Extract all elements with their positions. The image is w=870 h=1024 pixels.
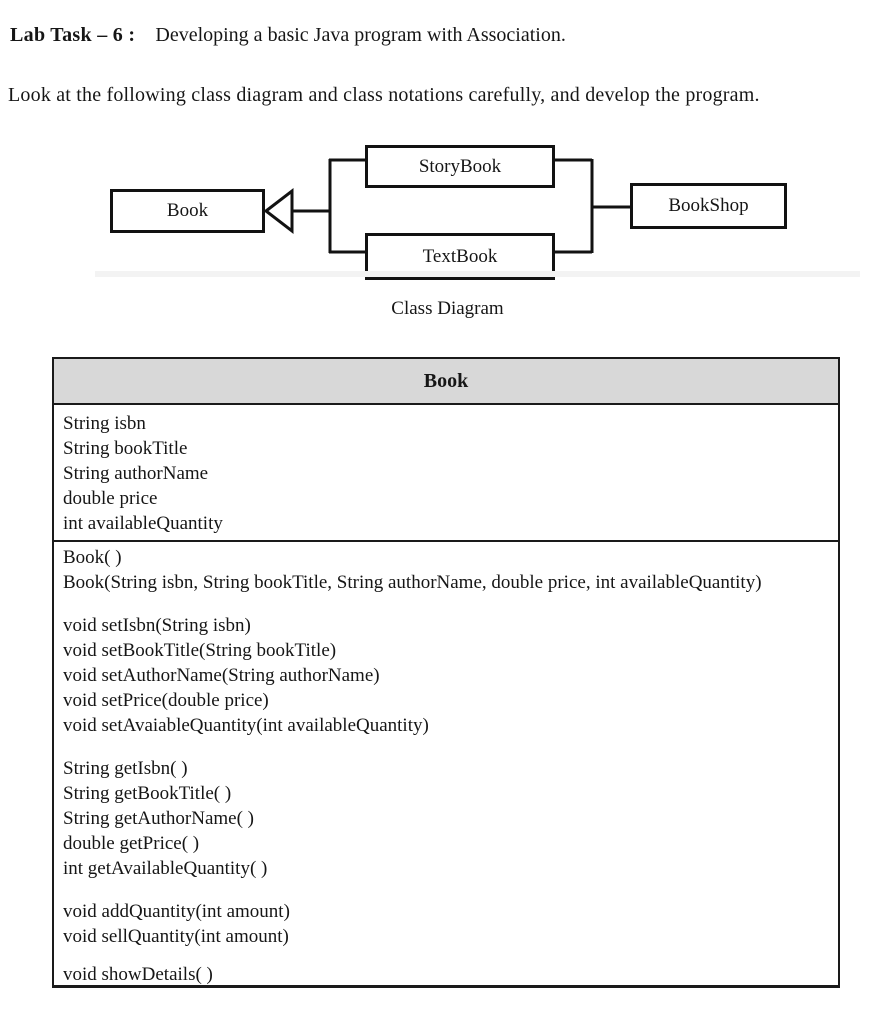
attribute-line: double price — [63, 488, 158, 509]
diagram-node-book-label: Book — [166, 200, 209, 221]
method-group: void addQuantity(int amount) void sellQua… — [63, 899, 828, 949]
diagram-node-book: Book — [110, 189, 265, 233]
method-line: void showDetails( ) — [63, 964, 213, 985]
method-line: Book( ) — [63, 547, 122, 568]
task-title-text: Developing a basic Java program with Ass… — [155, 24, 566, 46]
task-number-label: Lab Task – 6 : — [10, 24, 136, 46]
method-group: void showDetails( ) — [63, 962, 828, 987]
method-group: String getIsbn( ) String getBookTitle( ) S… — [63, 756, 828, 881]
diagram-connector-lines — [263, 158, 631, 254]
diagram-node-textbook-label: TextBook — [422, 245, 498, 267]
attribute-line: int availableQuantity — [63, 513, 223, 534]
page-title: Lab Task – 6 : Developing a basic Java pr… — [10, 24, 566, 47]
attribute-line: String isbn — [63, 413, 146, 434]
method-line: Book(String isbn, String bookTitle, Stri… — [63, 572, 762, 593]
diagram-caption: Class Diagram — [391, 298, 504, 319]
attribute-line: String authorName — [63, 463, 209, 484]
method-line: void setPrice(double price) — [63, 690, 269, 711]
class-methods-cell: Book( ) Book(String isbn, String bookTitl… — [54, 542, 838, 987]
class-diagram: Book StoryBook TextBook BookShop Class D… — [0, 130, 870, 330]
diagram-node-storybook: StoryBook — [365, 145, 555, 188]
method-line: void sellQuantity(int amount) — [63, 926, 289, 947]
method-group: void setIsbn(String isbn) void setBookTit… — [63, 613, 828, 738]
method-line: void setAvaiableQuantity(int availableQu… — [63, 715, 429, 736]
diagram-node-bookshop-label: BookShop — [668, 195, 749, 216]
method-group: Book( ) Book(String isbn, String bookTitl… — [63, 545, 828, 595]
diagram-node-storybook-label: StoryBook — [418, 155, 502, 177]
method-line: void setAuthorName(String authorName) — [63, 665, 380, 686]
class-table-header: Book — [54, 359, 838, 405]
scan-artifact-band — [95, 271, 860, 277]
inheritance-triangle-icon — [263, 187, 294, 235]
method-line: void setIsbn(String isbn) — [63, 615, 251, 636]
method-line: String getIsbn( ) — [63, 758, 188, 779]
instruction-text: Look at the following class diagram and … — [8, 84, 760, 106]
method-line: void setBookTitle(String bookTitle) — [63, 640, 337, 661]
method-line: int getAvailableQuantity( ) — [63, 858, 268, 879]
attribute-line: String bookTitle — [63, 438, 188, 459]
method-line: double getPrice( ) — [63, 833, 200, 854]
method-line: void addQuantity(int amount) — [63, 901, 290, 922]
method-line: String getBookTitle( ) — [63, 783, 232, 804]
diagram-node-bookshop: BookShop — [630, 183, 787, 229]
method-line: String getAuthorName( ) — [63, 808, 255, 829]
